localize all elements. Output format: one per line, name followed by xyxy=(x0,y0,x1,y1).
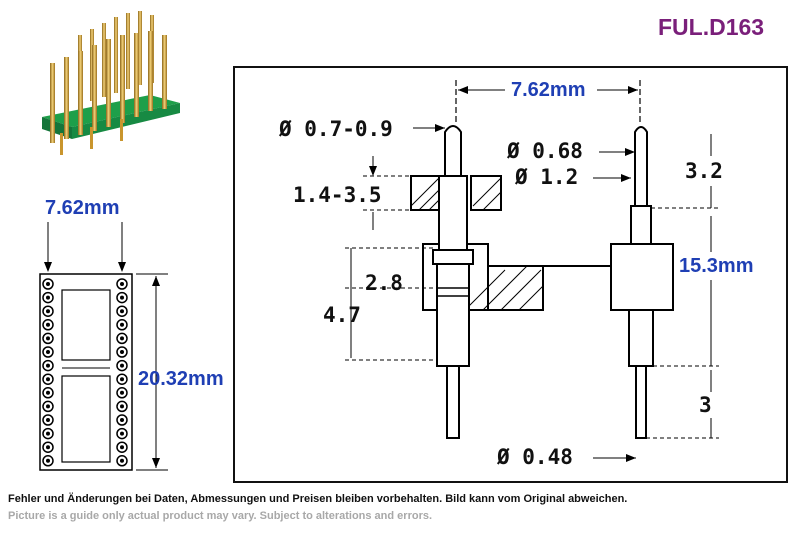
pad-hole xyxy=(46,350,50,354)
pad-hole xyxy=(120,458,124,463)
pad-hole xyxy=(120,390,124,395)
pad-hole xyxy=(46,295,50,300)
pad-hole xyxy=(120,445,124,450)
dia-07-09-label: Ø 0.7-0.9 xyxy=(278,117,393,141)
pitch-label: 7.62mm xyxy=(511,79,586,101)
pad-hole xyxy=(46,404,50,409)
pad-hole xyxy=(46,431,50,436)
product-photo xyxy=(42,11,180,155)
pad-hole xyxy=(120,295,124,300)
pad-hole xyxy=(120,404,124,409)
dia-048-label: Ø 0.48 xyxy=(496,445,573,469)
footer-german: Fehler und Änderungen bei Daten, Abmessu… xyxy=(8,493,628,505)
product-code: FUL.D163 xyxy=(658,14,765,40)
dim-28-label: 2.8 xyxy=(365,271,403,295)
pins-front-row xyxy=(50,31,167,143)
pad-rows xyxy=(42,278,128,467)
pad-hole xyxy=(120,350,124,354)
pad-hole xyxy=(120,322,124,327)
pad-hole xyxy=(120,418,124,422)
pad-hole xyxy=(46,377,50,382)
side-view-drawing: 7.62mm Ø 0.7-0 xyxy=(233,66,788,483)
footprint-drawing: 7.62mm 20.32mm xyxy=(39,197,224,471)
pad-hole xyxy=(46,445,50,450)
pin-left xyxy=(432,125,474,439)
pad-hole xyxy=(46,418,50,422)
dim-3-label: 3 xyxy=(699,393,712,417)
dim-32-label: 3.2 xyxy=(685,159,723,183)
row-spacing-label: 7.62mm xyxy=(45,197,120,219)
height-153-label: 15.3mm xyxy=(679,255,754,277)
dim-47-label: 4.7 xyxy=(323,303,361,327)
pad-hole xyxy=(46,336,50,341)
footer-english: Picture is a guide only actual product m… xyxy=(8,510,433,522)
pad-hole xyxy=(46,363,50,368)
pad-hole xyxy=(46,282,50,286)
pcb-section xyxy=(410,175,502,211)
pad-hole xyxy=(120,336,124,341)
pad-hole xyxy=(46,322,50,327)
pad-hole xyxy=(46,309,50,314)
pad-hole xyxy=(120,431,124,436)
pad-hole xyxy=(46,390,50,395)
length-label: 20.32mm xyxy=(138,368,224,390)
pin-right xyxy=(628,126,654,439)
dia-12-label: Ø 1.2 xyxy=(514,165,578,189)
pad-hole xyxy=(120,377,124,382)
pad-hole xyxy=(46,458,50,463)
dia-068-label: Ø 0.68 xyxy=(506,139,583,163)
pad-hole xyxy=(120,282,124,286)
pad-hole xyxy=(120,363,124,368)
pad-hole xyxy=(120,309,124,314)
pins-back-row xyxy=(78,11,154,105)
pcb-thickness-label: 1.4-3.5 xyxy=(293,183,382,207)
